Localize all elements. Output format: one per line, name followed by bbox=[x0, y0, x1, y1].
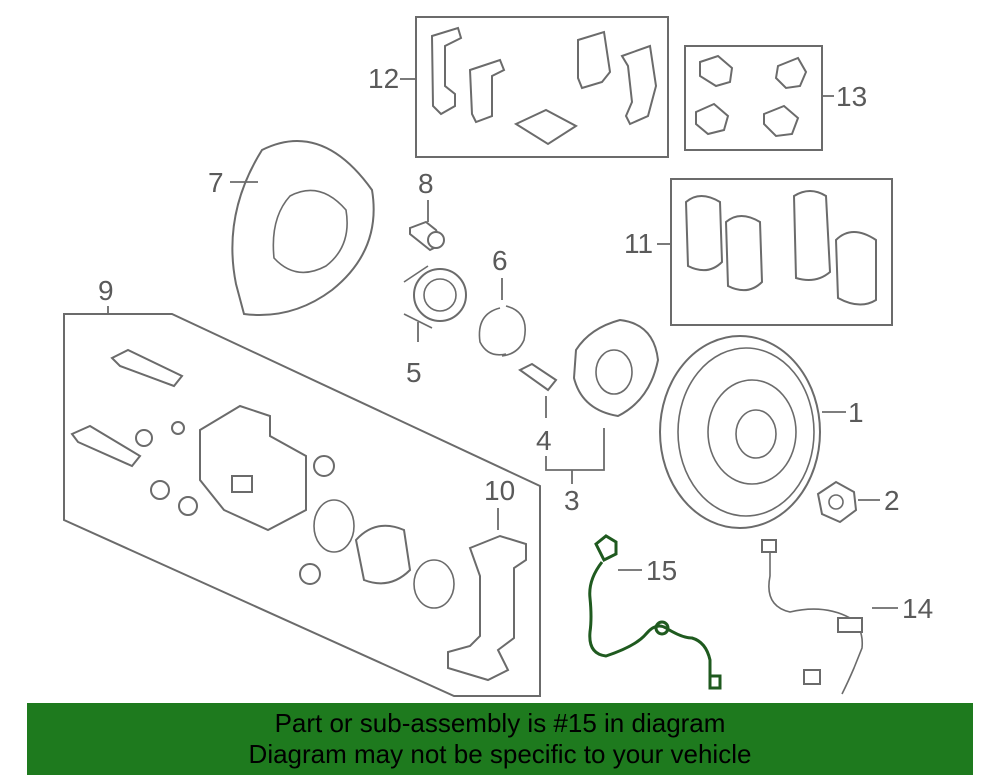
callout-13-label: 13 bbox=[836, 81, 867, 112]
part-11-box bbox=[670, 178, 893, 326]
diagram-canvas: 12 13 11 7 8 bbox=[63, 16, 933, 697]
part-13-shim-kit bbox=[684, 45, 823, 151]
part-11-brake-pad-set bbox=[670, 178, 893, 326]
part-14-brake-hose bbox=[761, 539, 864, 695]
callout-11: 11 bbox=[624, 228, 671, 259]
callout-5: 5 bbox=[406, 322, 422, 388]
callout-2-label: 2 bbox=[884, 485, 900, 516]
part-5-wheel-bearing bbox=[403, 265, 467, 329]
callout-9-label: 9 bbox=[98, 275, 114, 306]
part-10-caliper-bracket bbox=[447, 534, 527, 682]
part-notice-banner: Part or sub-assembly is #15 in diagram D… bbox=[27, 703, 973, 775]
callout-7-label: 7 bbox=[208, 167, 224, 198]
part-8-bolt bbox=[409, 220, 445, 252]
callout-4: 4 bbox=[536, 396, 552, 456]
part-3-hub bbox=[572, 318, 660, 418]
callout-8: 8 bbox=[418, 168, 434, 222]
callout-3: 3 bbox=[545, 428, 605, 516]
callout-9: 9 bbox=[98, 275, 114, 314]
part-6-snap-ring bbox=[478, 305, 526, 357]
banner-line-2: Diagram may not be specific to your vehi… bbox=[248, 739, 752, 769]
part-9-box bbox=[63, 313, 541, 697]
part-15-wheel-speed-sensor bbox=[588, 534, 722, 690]
callout-14-label: 14 bbox=[902, 593, 933, 624]
callout-3-label: 3 bbox=[564, 485, 580, 516]
callout-1-label: 1 bbox=[848, 397, 864, 428]
callout-15-label: 15 bbox=[646, 555, 677, 586]
part-12-pad-clip-kit bbox=[415, 16, 669, 158]
part-12-box bbox=[415, 16, 669, 158]
part-7-dust-shield bbox=[231, 140, 375, 316]
callout-2: 2 bbox=[858, 485, 900, 516]
banner-line-1: Part or sub-assembly is #15 in diagram bbox=[274, 708, 726, 738]
callout-14: 14 bbox=[872, 593, 933, 624]
part-1-brake-rotor bbox=[659, 335, 821, 529]
callout-13: 13 bbox=[822, 81, 867, 112]
callout-12-label: 12 bbox=[368, 63, 399, 94]
callout-6-label: 6 bbox=[492, 245, 508, 276]
callout-10: 10 bbox=[484, 475, 515, 530]
part-13-box bbox=[684, 45, 823, 151]
callout-7: 7 bbox=[208, 167, 258, 198]
callout-5-label: 5 bbox=[406, 357, 422, 388]
callout-6: 6 bbox=[492, 245, 508, 300]
callout-11-label: 11 bbox=[624, 228, 653, 259]
callout-8-label: 8 bbox=[418, 168, 434, 199]
callout-10-label: 10 bbox=[484, 475, 515, 506]
callout-1: 1 bbox=[822, 397, 864, 428]
callout-15: 15 bbox=[618, 555, 677, 586]
part-2-hub-nut bbox=[816, 480, 858, 524]
callout-12: 12 bbox=[368, 63, 416, 94]
part-9-caliper-assembly bbox=[63, 313, 541, 697]
callout-4-label: 4 bbox=[536, 425, 552, 456]
part-4-wheel-stud bbox=[518, 362, 558, 392]
